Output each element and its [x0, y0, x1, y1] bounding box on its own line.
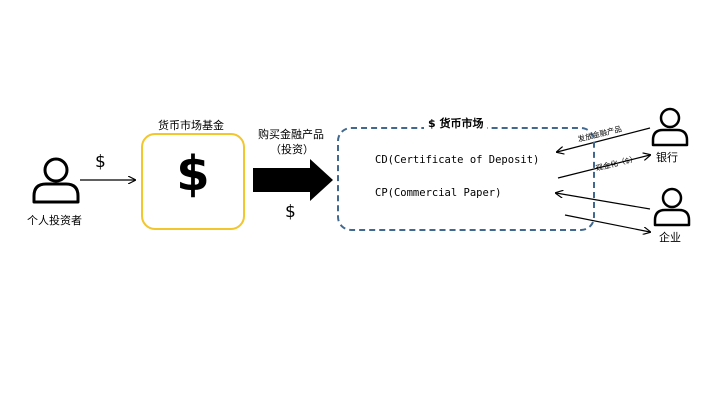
company-cash-arrow [564, 214, 650, 232]
investor-label: 个人投资者 [27, 214, 82, 227]
bank-cash-arrow [557, 155, 650, 179]
purchase-arrow [253, 159, 333, 201]
bank-label: 银行 [656, 151, 678, 164]
company-label: 企业 [659, 231, 681, 244]
market-item-cp: CP(Commercial Paper) [375, 187, 502, 199]
purchase-sublabel: （投资） [270, 143, 314, 156]
money-market-title: $ 货币市场 [424, 118, 488, 129]
money-market-box [337, 127, 595, 231]
fund-title: 货币市场基金 [158, 119, 224, 132]
purchase-label: 购买金融产品 [258, 128, 324, 141]
purchase-dollar: $ [285, 202, 296, 222]
fund-box [141, 133, 245, 230]
bank-issue-arrow [557, 127, 651, 152]
market-item-cd: CD(Certificate of Deposit) [375, 154, 540, 166]
company-issue-arrow [556, 193, 651, 210]
bank-person-icon [651, 107, 689, 147]
company-person-icon [653, 187, 691, 227]
investor-person-icon [32, 157, 80, 204]
investor-flow-dollar: $ [95, 152, 106, 172]
fund-dollar-symbol: $ [176, 146, 210, 202]
